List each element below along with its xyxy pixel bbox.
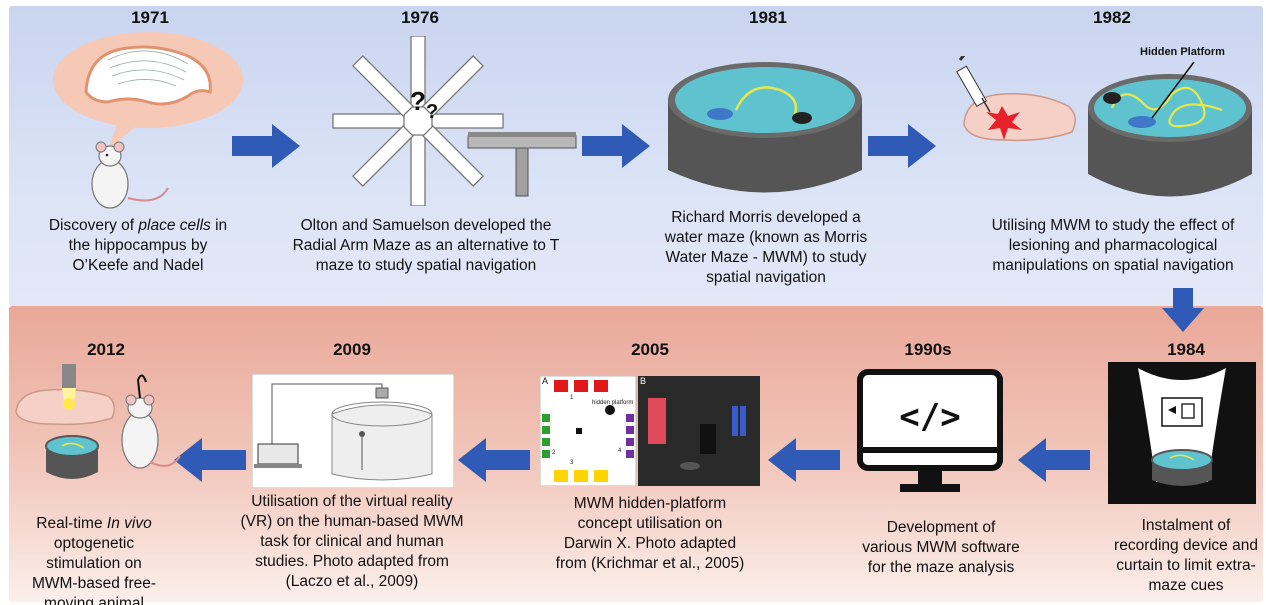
lesion-illustration xyxy=(956,56,1076,142)
caption-2005: MWM hidden-platform concept utilisation … xyxy=(555,495,745,572)
optogenetic-illustration xyxy=(15,364,181,479)
year-1984: 1984 xyxy=(1167,340,1205,359)
caption-1976: Olton and Samuelson developed the Radial… xyxy=(292,217,560,274)
arrow-left-icon xyxy=(1018,438,1090,482)
year-1971: 1971 xyxy=(131,8,169,27)
mouse-icon xyxy=(792,112,812,124)
camera-icon xyxy=(1161,397,1203,427)
curtain-recording-illustration xyxy=(1108,362,1256,504)
place-cells-illustration xyxy=(53,32,243,209)
cue-1-label: 1 xyxy=(570,395,574,401)
water-maze-illustration xyxy=(668,62,862,193)
hidden-platform-label: Hidden Platform xyxy=(1140,46,1225,58)
panel-a-label: A xyxy=(542,376,549,386)
year-2009: 2009 xyxy=(333,340,371,359)
mouse-icon xyxy=(91,141,169,209)
vr-maze-photo xyxy=(252,374,454,488)
year-2005: 2005 xyxy=(631,340,669,359)
code-symbol: </> xyxy=(899,397,960,437)
computer-monitor-icon: </> xyxy=(857,369,1003,492)
arrow-right-icon xyxy=(232,124,300,168)
arrow-left-icon xyxy=(458,438,530,482)
year-1976: 1976 xyxy=(401,8,439,27)
panel-b-label: B xyxy=(640,376,647,386)
arrow-right-icon xyxy=(582,124,650,168)
radial-arm-maze-illustration: ? ? xyxy=(332,36,577,206)
arrow-left-icon xyxy=(174,438,246,482)
t-maze-icon xyxy=(467,132,577,197)
year-2012: 2012 xyxy=(87,340,125,359)
caption-1982: Utilising MWM to study the effect of les… xyxy=(991,217,1235,274)
syringe-icon xyxy=(956,56,991,113)
arrow-right-icon xyxy=(868,124,936,168)
cue-3-label: 3 xyxy=(570,460,574,466)
arrow-left-icon xyxy=(768,438,840,482)
cue-4-label: 4 xyxy=(618,448,622,454)
caption-2009: Utilisation of the virtual reality (VR) … xyxy=(240,493,464,590)
svg-text:?: ? xyxy=(410,86,426,116)
caption-2012: Real-time In vivo optogenetic stimulatio… xyxy=(31,515,157,605)
hidden-platform-mini-label: hidden platform xyxy=(592,400,634,406)
arrow-down-icon xyxy=(1162,288,1204,332)
year-1982: 1982 xyxy=(1093,8,1131,27)
caption-1981: Richard Morris developed a water maze (k… xyxy=(664,209,868,286)
year-1990s: 1990s xyxy=(904,340,952,359)
water-maze-hidden-platform-illustration xyxy=(1088,61,1252,197)
mouse-icon xyxy=(121,374,181,469)
mouse-icon xyxy=(1103,92,1121,104)
cue-2-label: 2 xyxy=(552,450,556,456)
svg-text:?: ? xyxy=(426,101,438,123)
caption-1971: Discovery of place cells in the hippocam… xyxy=(48,217,228,274)
year-1981: 1981 xyxy=(749,8,787,27)
darwin-x-photo xyxy=(540,376,760,486)
caption-1984: Instalment of recording device and curta… xyxy=(1114,517,1258,594)
caption-1990s: Development of various MWM software for … xyxy=(862,519,1020,576)
